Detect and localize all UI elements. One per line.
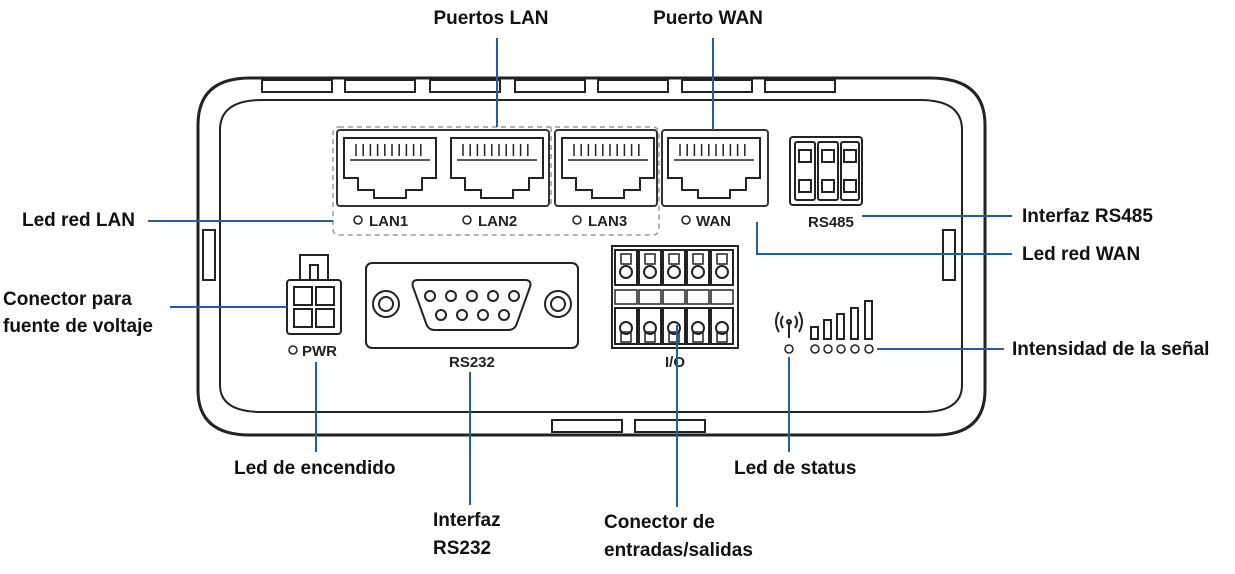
callout-wan-port: Puerto WAN <box>653 8 763 29</box>
callout-power-connector-line1: Conector para <box>3 289 132 310</box>
top-tab <box>514 79 586 93</box>
callout-power-led: Led de encendido <box>234 458 396 479</box>
bottom-tab <box>634 419 706 433</box>
signal-antenna-icon <box>775 311 803 338</box>
lan1-led <box>353 215 363 225</box>
bottom-tab <box>551 419 623 433</box>
rs485-label: RS485 <box>808 214 854 231</box>
callout-rs232-line2: RS232 <box>433 538 492 559</box>
top-tab <box>261 79 333 93</box>
lan3-led <box>572 215 582 225</box>
wan-led <box>681 215 691 225</box>
lan2-led <box>462 215 472 225</box>
rs485-connector <box>789 136 863 206</box>
pwr-label: PWR <box>302 343 337 360</box>
io-terminal-block <box>611 245 739 349</box>
top-tab <box>681 79 753 93</box>
top-tab <box>429 79 501 93</box>
housing-outline <box>196 76 987 437</box>
lan1-port-frame <box>336 129 550 207</box>
wan-label: WAN <box>696 213 731 230</box>
lan1-label: LAN1 <box>369 213 408 230</box>
callout-io-line2: entradas/salidas <box>604 540 753 561</box>
callout-status-led: Led de status <box>734 458 857 479</box>
lan2-label: LAN2 <box>478 213 517 230</box>
callout-rs485: Interfaz RS485 <box>1022 206 1153 227</box>
rs232-label: RS232 <box>449 354 495 371</box>
signal-bars <box>810 300 873 340</box>
callout-wan-led: Led red WAN <box>1022 244 1141 265</box>
side-tab-left <box>202 229 216 281</box>
io-label: I/O <box>665 354 685 371</box>
rs232-connector <box>365 262 579 349</box>
callout-lan-ports: Puertos LAN <box>433 8 549 29</box>
lan3-label: LAN3 <box>588 213 627 230</box>
callout-lan-led: Led red LAN <box>22 210 135 231</box>
power-connector <box>286 254 342 335</box>
signal-leds <box>810 344 874 354</box>
top-tab <box>344 79 416 93</box>
top-tab <box>764 79 836 93</box>
status-led <box>784 344 794 354</box>
callout-signal-strength: Intensidad de la señal <box>1012 339 1210 360</box>
panel-outline <box>219 99 963 413</box>
pwr-led <box>288 345 298 355</box>
wan-jack <box>667 137 761 199</box>
top-tab <box>597 79 669 93</box>
lan3-port-frame <box>554 129 658 207</box>
callout-rs232-line1: Interfaz <box>433 510 501 531</box>
callout-io-line1: Conector de <box>604 512 715 533</box>
callout-power-connector-line2: fuente de voltaje <box>3 316 153 337</box>
lan2-jack <box>450 137 544 199</box>
leader-wan-led <box>756 222 1012 255</box>
lan1-jack <box>343 137 437 199</box>
wan-port-frame <box>661 129 769 207</box>
lan3-jack <box>561 137 655 199</box>
